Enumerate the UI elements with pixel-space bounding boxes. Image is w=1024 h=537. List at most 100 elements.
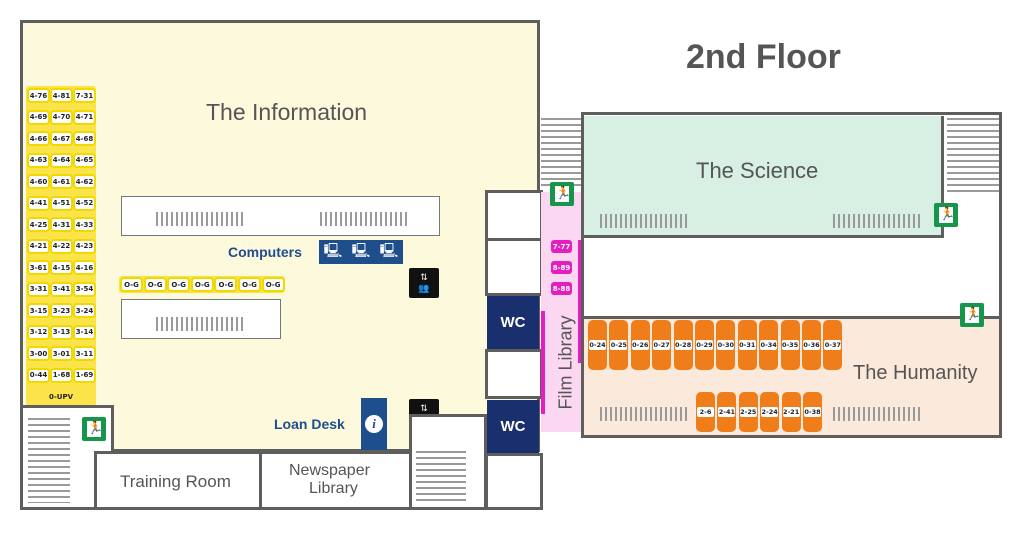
orange-call-number-tag: 0-26: [630, 320, 650, 370]
film-library: [541, 192, 584, 432]
orange-call-number-tag: 0-29: [695, 320, 714, 370]
yellow-call-number-tag: 3-13: [50, 324, 73, 340]
shelf-stack: [833, 407, 921, 421]
corridor-block: [485, 453, 543, 510]
loan-desk-label: Loan Desk: [274, 416, 345, 432]
magenta-call-number-tag: 8-88: [551, 282, 572, 295]
yellow-call-number-tag: 3-41: [50, 281, 73, 297]
orange-call-number-tag: 0-28: [673, 320, 693, 370]
info-icon-glyph: i: [372, 416, 376, 431]
yellow-call-number-tag: 0-44: [27, 367, 50, 383]
orange-call-number-tag: 0-34: [759, 320, 779, 370]
information-room-label: The Information: [206, 99, 368, 125]
yellow-bottom-label: 0-UPV: [48, 392, 73, 401]
computers-icon: 🖳 🖳 🖳: [319, 240, 403, 264]
stairs: [947, 118, 999, 194]
orange-call-number-tag: 0-25: [609, 320, 629, 370]
yellow-call-number-tag: 4-68: [73, 131, 96, 146]
orange-call-number-tag: 0-27: [652, 320, 672, 370]
yellow-call-number-tag: 3-12: [27, 324, 50, 340]
film-library-label: Film Library: [555, 315, 576, 410]
orange-call-number-tag: 0-35: [780, 320, 800, 370]
yellow-call-number-tag: 4-22: [50, 238, 73, 254]
emergency-exit-icon: [82, 417, 106, 441]
humanity-room-label: The Humanity: [853, 362, 978, 384]
emergency-exit-icon: [550, 182, 574, 206]
training-room-label: Training Room: [120, 472, 231, 491]
yellow-call-number-tag: 3-31: [27, 281, 50, 297]
yellow-call-number-tag: 4-15: [50, 260, 73, 275]
elevator-icon: ⇅👥: [409, 268, 439, 298]
emergency-exit-icon: [934, 203, 958, 227]
yellow-call-number-tag: 4-23: [73, 238, 96, 254]
stairs: [416, 451, 466, 504]
shelf-stack: [600, 214, 688, 228]
wc-top: WC: [487, 296, 539, 349]
info-icon: i: [365, 415, 383, 433]
orange-call-number-tag: 2-41: [717, 392, 737, 432]
yellow-call-number-tag: 4-70: [50, 109, 73, 125]
yellow-call-number-tag: 4-66: [27, 131, 50, 146]
yellow-call-number-tag: 4-81: [50, 88, 73, 103]
yellow-call-number-tag: 4-41: [27, 195, 50, 211]
film-library-shelf: [541, 311, 545, 414]
stairs: [28, 418, 70, 503]
magenta-call-number-tag: 7-77: [551, 240, 572, 253]
shelf-stack: [600, 407, 688, 421]
orange-call-number-tag: 0-38: [803, 392, 822, 432]
information-room: [20, 20, 540, 452]
orange-call-number-tag: 0-36: [802, 320, 821, 370]
og-tag: O-G: [120, 277, 143, 292]
yellow-call-number-tag: 4-16: [73, 260, 96, 275]
yellow-call-number-tag: 4-33: [73, 217, 96, 232]
shelf-stack: [156, 212, 244, 226]
og-tag: O-G: [190, 277, 214, 292]
shelf-stack: [833, 214, 921, 228]
orange-call-number-tag: 0-31: [737, 320, 757, 370]
yellow-call-number-tag: 4-65: [73, 152, 96, 168]
yellow-call-number-tag: 3-14: [73, 324, 96, 340]
yellow-call-number-tag: 3-11: [73, 346, 96, 361]
yellow-call-number-tag: 4-69: [27, 109, 50, 125]
stairs: [541, 118, 583, 186]
newspaper-library: [259, 451, 412, 510]
og-tag: O-G: [238, 277, 261, 292]
wc-bottom: WC: [487, 400, 539, 453]
yellow-call-number-tag: 4-51: [50, 195, 73, 211]
orange-call-number-tag: 0-24: [588, 320, 607, 370]
computer-icon: 🖳: [351, 242, 371, 258]
yellow-call-number-tag: 4-60: [27, 174, 50, 189]
yellow-call-number-tag: 4-25: [27, 217, 50, 232]
yellow-call-number-tag: 4-64: [50, 152, 73, 168]
yellow-bottom-tag: 0-UPV: [27, 389, 95, 404]
computer-icon: 🖳: [323, 242, 343, 258]
orange-call-number-tag: 0-37: [823, 320, 843, 370]
yellow-call-number-tag: 4-67: [50, 131, 73, 146]
yellow-call-number-tag: 3-61: [27, 260, 50, 275]
orange-call-number-tag: 0-30: [716, 320, 736, 370]
corridor-block: [485, 190, 543, 242]
yellow-call-number-tag: 4-21: [27, 238, 50, 254]
emergency-exit-icon: [960, 303, 984, 327]
yellow-call-number-tag: 3-54: [73, 281, 96, 297]
orange-call-number-tag: 2-25: [738, 392, 758, 432]
og-tag: O-G: [167, 277, 191, 292]
yellow-call-number-tag: 4-52: [73, 195, 96, 211]
computer-icon: 🖳: [379, 242, 399, 258]
og-tag: O-G: [143, 277, 167, 292]
yellow-call-number-tag: 4-31: [50, 217, 73, 232]
training-room: [94, 451, 262, 510]
og-tag: O-G: [261, 277, 285, 292]
floor-title: 2nd Floor: [686, 38, 841, 76]
yellow-call-number-tag: 4-63: [27, 152, 50, 168]
yellow-call-number-tag: 7-31: [73, 88, 96, 103]
yellow-call-number-tag: 4-61: [50, 174, 73, 189]
yellow-call-number-tag: 3-00: [27, 346, 50, 361]
yellow-call-number-tag: 3-15: [27, 303, 50, 318]
corridor-block: [485, 238, 543, 296]
orange-call-number-tag: 2-6: [696, 392, 715, 432]
og-tag: O-G: [214, 277, 238, 292]
computers-label: Computers: [228, 244, 302, 260]
yellow-call-number-tag: 4-76: [27, 88, 50, 103]
yellow-call-number-tag: 3-01: [50, 346, 73, 361]
